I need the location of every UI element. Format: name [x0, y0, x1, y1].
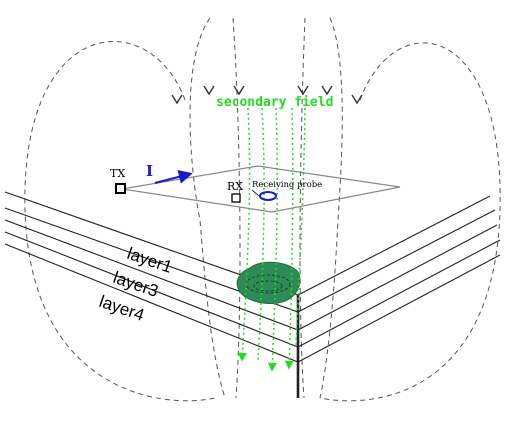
conductive-anomaly: [236, 261, 301, 304]
secondary-field-line-3: [267, 107, 278, 372]
receiving-probe-coil: [259, 191, 277, 201]
primary-field-arrow-2: [203, 85, 215, 96]
secondary-field-line-5: [295, 107, 306, 346]
primary-field-loop-left-outer: [24, 41, 216, 402]
transmitter-box: [115, 183, 126, 194]
primary-field-loop-right-inner: [319, 17, 343, 399]
primary-field-arrow-3: [233, 85, 245, 96]
receiving-probe-label: Receiving probe: [252, 180, 322, 190]
primary-field-loop-right-outer: [319, 42, 501, 402]
primary-field-arrow-4: [297, 85, 309, 96]
secondary-field-label: secondary field: [216, 95, 333, 110]
primary-field-arrow-1: [171, 94, 183, 105]
secondary-field-line-2: [257, 107, 265, 361]
survey-plane: [121, 165, 401, 213]
current-arrow: [154, 170, 193, 184]
secondary-field-line-4: [284, 107, 294, 370]
receiver-label: RX: [227, 180, 243, 193]
current-label: I: [146, 162, 153, 180]
receiver-box: [231, 193, 241, 203]
primary-field-line-v2: [299, 17, 306, 399]
primary-field-arrow-5: [321, 85, 333, 96]
secondary-field-lines: [237, 107, 306, 372]
secondary-field-line-1: [237, 107, 251, 362]
primary-field-arrow-6: [351, 94, 363, 105]
layer4-label: layer4: [97, 292, 147, 325]
primary-field-loop-left-inner: [189, 17, 226, 399]
primary-field-line-v1: [232, 17, 241, 399]
transmitter-label: TX: [110, 167, 125, 180]
ground-layers: [4, 191, 501, 398]
primary-field-lines: [24, 17, 501, 402]
probe-lead: [251, 189, 260, 197]
layer3-label: layer3: [111, 268, 161, 301]
primary-field-arrowheads: [171, 85, 363, 105]
